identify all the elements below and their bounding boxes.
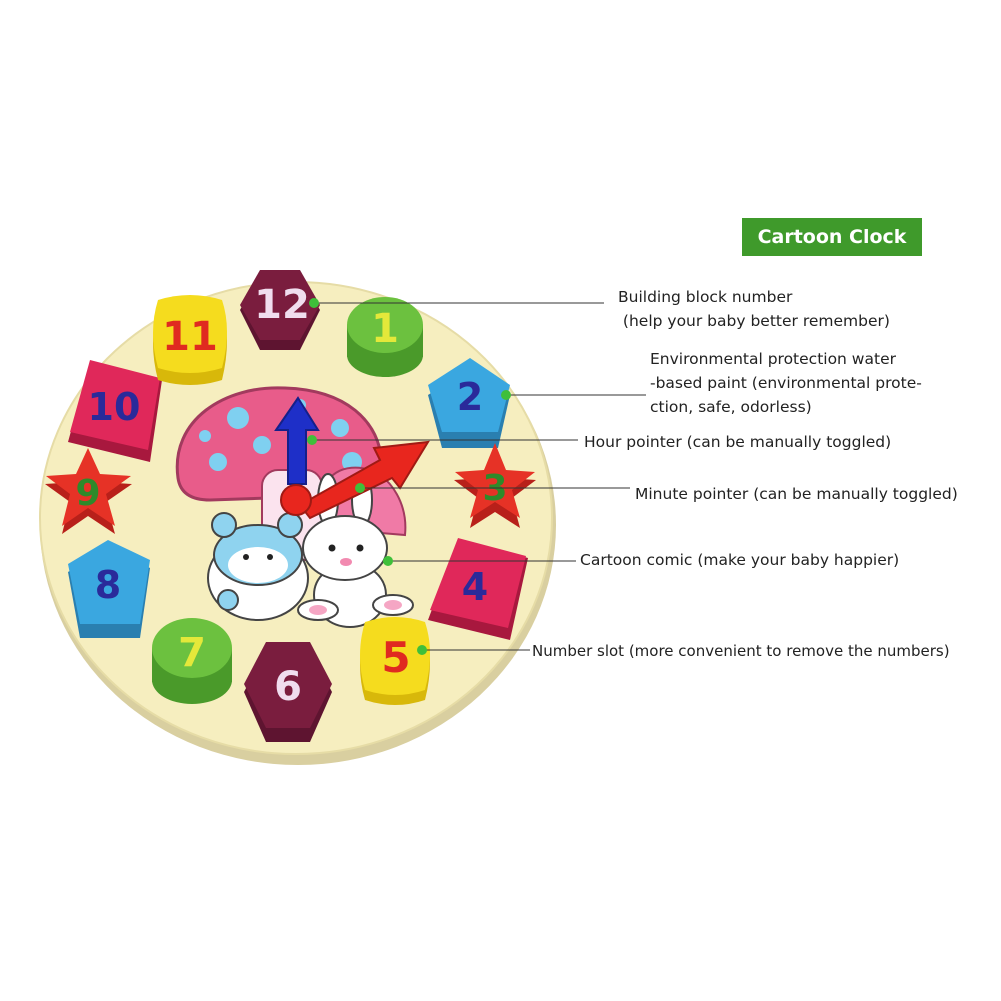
block-number-7: 7 <box>178 630 206 676</box>
callout-slot: Number slot (more convenient to remove t… <box>532 639 950 663</box>
block-number-4: 4 <box>462 565 488 609</box>
callout-paint-line1: Environmental protection water <box>650 350 896 368</box>
block-9[interactable]: 9 <box>45 448 132 534</box>
block-number-11: 11 <box>162 314 218 360</box>
callout-lines <box>312 302 646 651</box>
callout-hour: Hour pointer (can be manually toggled) <box>584 430 891 454</box>
block-12[interactable]: 12 <box>240 270 320 350</box>
callout-hour-line1: Hour pointer (can be manually toggled) <box>584 433 892 451</box>
hand-pivot <box>280 484 312 516</box>
title-badge: Cartoon Clock <box>742 218 922 256</box>
block-number-12: 12 <box>254 282 310 328</box>
block-7[interactable]: 7 <box>152 618 232 704</box>
block-5[interactable]: 5 <box>360 617 430 705</box>
callout-comic-line1: Cartoon comic (make your baby happier) <box>580 551 900 569</box>
block-number-8: 8 <box>95 563 121 607</box>
block-number-1: 1 <box>371 306 399 352</box>
callout-block-number-line2: (help your baby better remember) <box>618 312 890 330</box>
block-number-6: 6 <box>274 664 302 710</box>
block-11[interactable]: 11 <box>153 295 227 385</box>
block-2[interactable]: 2 <box>428 358 510 448</box>
block-8[interactable]: 8 <box>68 540 150 638</box>
block-number-9: 9 <box>75 473 100 514</box>
callout-dots <box>307 298 511 655</box>
callout-paint-line3: ction, safe, odorless) <box>650 398 812 416</box>
block-number-10: 10 <box>88 385 141 429</box>
hour-hand[interactable] <box>274 396 320 485</box>
block-1[interactable]: 1 <box>347 297 423 377</box>
bunny-head <box>302 515 388 581</box>
callout-block-number-line1: Building block number <box>618 288 793 306</box>
callout-paint: Environmental protection water -based pa… <box>650 347 922 419</box>
callout-minute: Minute pointer (can be manually toggled) <box>635 482 958 506</box>
callout-minute-line1: Minute pointer (can be manually toggled) <box>635 485 958 503</box>
minute-hand[interactable] <box>298 440 430 520</box>
callout-block-number: Building block number (help your baby be… <box>618 285 890 333</box>
block-number-5: 5 <box>381 633 410 682</box>
block-number-2: 2 <box>457 375 483 419</box>
callout-slot-line1: Number slot (more convenient to remove t… <box>532 642 950 660</box>
block-6[interactable]: 6 <box>244 642 332 742</box>
block-10[interactable]: 10 <box>68 360 162 462</box>
callout-paint-line2: -based paint (environmental prote- <box>650 374 922 392</box>
callout-comic: Cartoon comic (make your baby happier) <box>580 548 899 572</box>
